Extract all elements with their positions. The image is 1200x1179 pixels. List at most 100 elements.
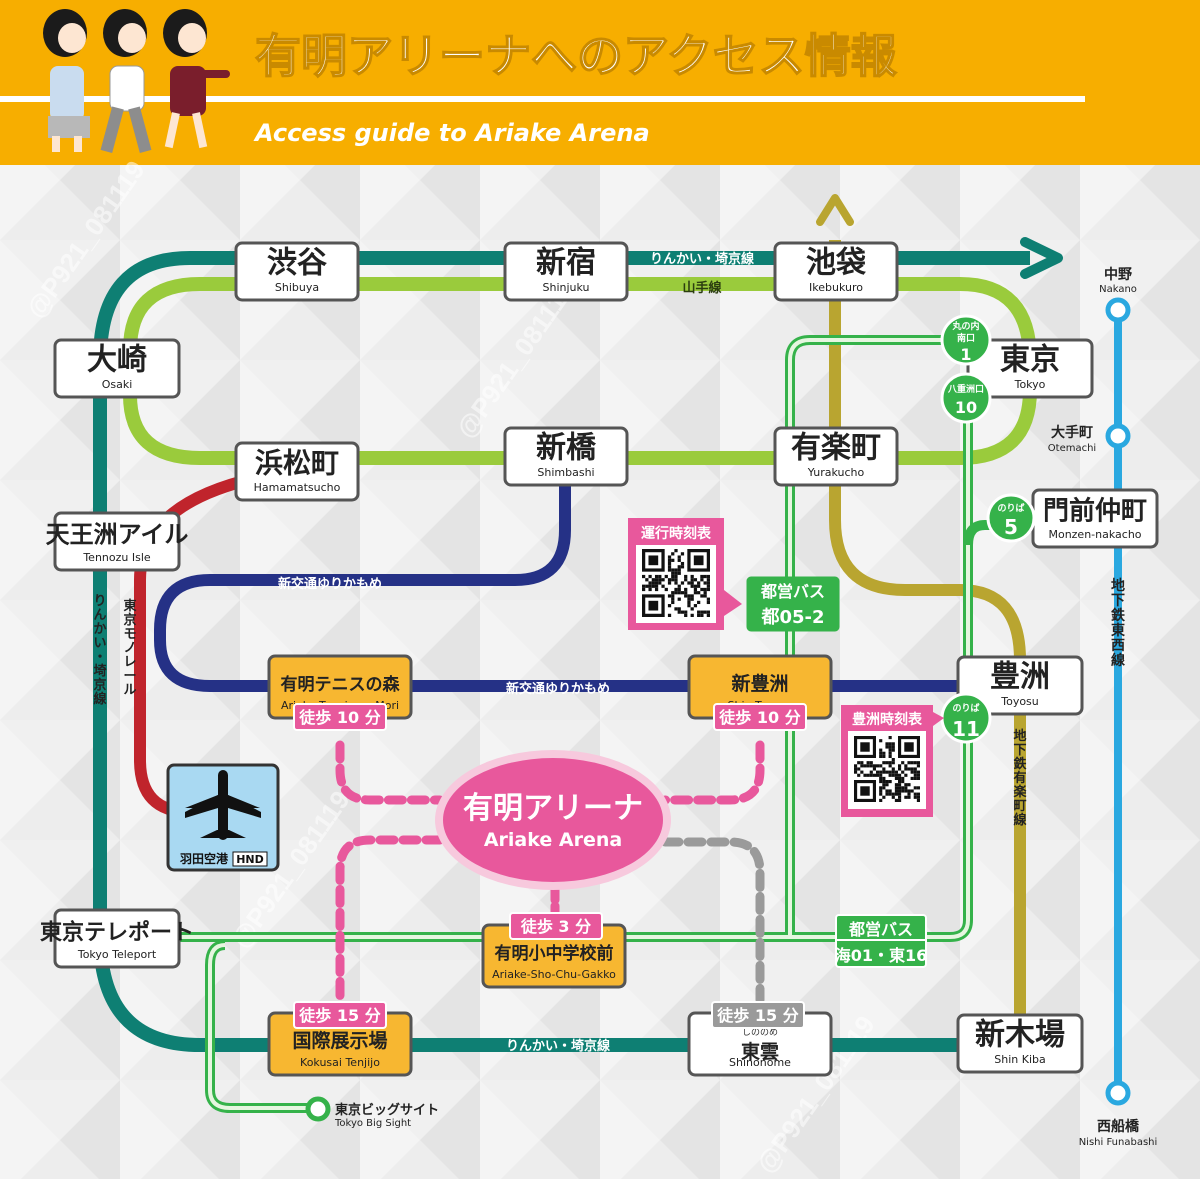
station-tennis[interactable]: 有明テニスの森Ariake Tennis-no-Mori — [267, 654, 413, 720]
bus-stop-toyosu-num: 11 — [952, 717, 980, 741]
station-hamamatsucho-en: Hamamatsucho — [254, 481, 341, 494]
station-otemachi-en: Otemachi — [1048, 443, 1096, 454]
station-dot-bigsight[interactable] — [305, 1096, 331, 1122]
airport-code-box — [232, 851, 268, 867]
bus-label-bottom: 都営バス 海01・東16 — [835, 914, 927, 968]
bus-route-bigsight-inner — [208, 943, 318, 1110]
bus-stop-yaesu[interactable]: 八重洲口 10 — [940, 372, 992, 424]
haneda-airport[interactable]: 羽田空港 HND — [166, 763, 280, 872]
walk-time-gakko-label: 徒歩 3 分 — [520, 917, 591, 936]
station-box — [234, 241, 360, 302]
timetable-toyosu[interactable]: 豊洲時刻表 — [841, 705, 944, 817]
station-kokusai-jp: 国際展示場 — [292, 1029, 387, 1052]
walk-path-shintoyosu — [660, 740, 765, 805]
station-otemachi-jp: 大手町 — [1051, 424, 1093, 441]
walk-time-gakko: 徒歩 3 分 — [509, 912, 603, 940]
yurikamome-line: 新交通ゆりかもめ 新交通ゆりかもめ — [154, 460, 990, 697]
arena-name-jp: 有明アリーナ — [463, 791, 643, 826]
station-box — [956, 1013, 1084, 1074]
station-box — [234, 441, 360, 502]
bus-stop-monzen[interactable]: のりば 5 — [986, 493, 1036, 543]
station-nakano-en: Nakano — [1099, 284, 1137, 295]
timetable-operation[interactable]: 運行時刻表 — [628, 518, 742, 630]
line-label-rinkai-bottom: りんかい・埼京線 — [506, 1038, 611, 1054]
line-label-monorail: 東京モノレール — [123, 598, 136, 698]
walk-time-shintoyosu: 徒歩 10 分 — [713, 703, 807, 731]
station-osaki-jp: 大崎 — [87, 343, 147, 378]
station-tennis-jp: 有明テニスの森 — [281, 674, 401, 695]
station-box — [503, 241, 629, 302]
walk-labels: 徒歩 10 分 徒歩 10 分徒歩 3 分徒歩 15 分 徒歩 15 分 — [293, 703, 807, 1029]
bus-route-outer-inner — [180, 400, 970, 939]
station-dot-nakano[interactable] — [1105, 297, 1131, 323]
station-shintoyosu-jp: 新豊洲 — [731, 672, 788, 695]
walk-time-kokusai: 徒歩 15 分 — [293, 1001, 387, 1029]
station-hamamatsucho-jp: 浜松町 — [255, 447, 339, 480]
timetable-toyosu-label: 豊洲時刻表 — [852, 711, 923, 728]
arena-ellipse — [443, 758, 663, 882]
walk-time-kokusai-label: 徒歩 15 分 — [298, 1006, 380, 1025]
line-label-rinkai-vertical: りんかい・埼京線 — [93, 594, 107, 707]
qr-code-icon[interactable] — [854, 736, 920, 802]
bus-route-top-inner — [788, 338, 958, 935]
bus-stop-toyosu[interactable]: のりば 11 — [940, 692, 992, 744]
station-gakko-jp: 有明小中学校前 — [495, 943, 614, 964]
walk-time-tennis: 徒歩 10 分 — [293, 703, 387, 731]
station-shinonome-jp: 東雲 — [741, 1040, 779, 1063]
bus-stop-marunouchi-name-2: 南口 — [957, 332, 975, 344]
station-box — [503, 426, 629, 487]
station-shinjuku-en: Shinjuku — [542, 281, 589, 294]
station-kokusai-en: Kokusai Tenjijo — [300, 1056, 380, 1069]
page-subtitle: Access guide to Ariake Arena — [253, 119, 650, 147]
bus-stop-marunouchi[interactable]: 丸の内 南口 1 — [940, 314, 992, 366]
walk-time-shinonome-label: 徒歩 15 分 — [716, 1006, 798, 1025]
qr-code-icon[interactable] — [642, 549, 710, 617]
bus-stop-marunouchi-num: 1 — [960, 345, 971, 364]
walk-time-shinonome: 徒歩 15 分 — [711, 1001, 805, 1029]
yurakucho-arrow-icon — [816, 194, 854, 226]
bus-label-top-route: 都05-2 — [760, 607, 824, 628]
station-dot-nishifunabashi[interactable] — [1105, 1080, 1131, 1106]
line-label-tozai: 地下鉄東西線 — [1111, 577, 1126, 669]
station-box — [773, 241, 899, 302]
header-rule — [0, 96, 1085, 102]
station-tennozu-en: Tennozu Isle — [82, 551, 151, 564]
airport-code: HND — [236, 853, 264, 866]
walk-time-tennis-label: 徒歩 10 分 — [298, 708, 380, 727]
bus-label-top-title: 都営バス — [760, 582, 825, 601]
ariake-arena[interactable]: 有明アリーナ Ariake Arena — [435, 750, 671, 890]
bus-stop-marunouchi-name-1: 丸の内 — [951, 320, 979, 332]
station-nishifunabashi-en: Nishi Funabashi — [1079, 1137, 1158, 1148]
line-label-yamanote: 山手線 — [682, 280, 722, 296]
walk-path-kokusai — [335, 835, 445, 1005]
station-monzen-en: Monzen-nakacho — [1048, 528, 1141, 541]
rinkai-line-path — [93, 251, 1030, 1052]
walk-paths — [335, 740, 765, 1005]
station-dot-otemachi[interactable] — [1105, 423, 1131, 449]
yamanote-line-path — [123, 277, 1037, 465]
bus-label-top: 都営バス 都05-2 — [746, 576, 840, 632]
station-box — [53, 511, 181, 572]
station-shinkiba-en: Shin Kiba — [994, 1053, 1045, 1066]
line-label-yurikamome-upper: 新交通ゆりかもめ — [278, 576, 382, 592]
station-box — [773, 426, 899, 487]
tozai-line: 中野 Nakano 大手町 Otemachi 西船橋 Nishi Funabas… — [1048, 266, 1158, 1148]
station-monzen-jp: 門前仲町 — [1043, 496, 1147, 527]
station-shimbashi-en: Shimbashi — [537, 466, 594, 479]
station-bigsight-en: Tokyo Big Sight — [334, 1118, 411, 1129]
station-shinkiba-jp: 新木場 — [975, 1018, 1065, 1053]
